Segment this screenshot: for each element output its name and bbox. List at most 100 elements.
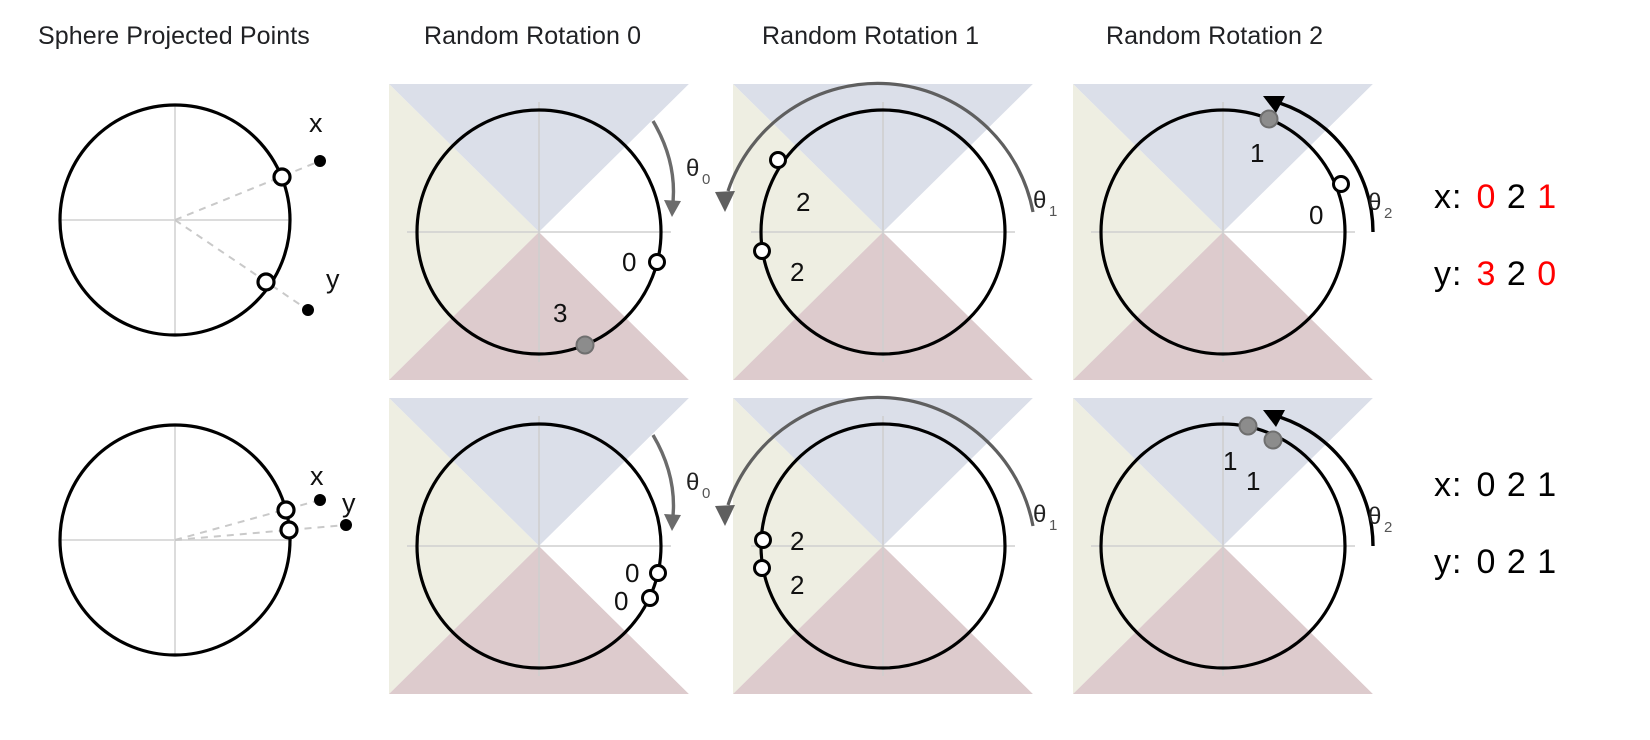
rotation-arc-head: [1263, 96, 1285, 113]
result-x-value-0: 0: [1476, 466, 1497, 504]
theta-subscript: 0: [702, 485, 710, 502]
unit-circle: [759, 108, 1007, 356]
rotation2-panel-row-top: θ 2 1 0: [1073, 84, 1392, 380]
data-point-label-y: y: [342, 488, 356, 518]
theta-subscript: 2: [1384, 519, 1392, 536]
column-title-sphere: Sphere Projected Points: [38, 22, 310, 50]
rotation-arc-theta2: [1268, 412, 1375, 547]
result-x-row-top: x: 0 2 1: [1434, 178, 1557, 217]
unit-circle: [58, 103, 292, 337]
rotation2-panel-row-bottom: θ 2 1 1: [1073, 398, 1392, 694]
bucket-label-y: 2: [790, 257, 804, 287]
bucket-label-y: 1: [1246, 466, 1260, 496]
data-point-y: [302, 304, 314, 316]
rotation-arc-theta1: [726, 395, 1035, 527]
unit-circle: [415, 422, 663, 670]
theta-subscript: 1: [1049, 203, 1057, 220]
point-y: [1332, 175, 1350, 193]
data-point-label-x: x: [309, 108, 323, 138]
point-x: [754, 531, 772, 549]
unit-circle: [1099, 422, 1347, 670]
unit-circle: [1099, 108, 1347, 356]
data-point-x: [314, 494, 326, 506]
point-x: [769, 151, 787, 169]
theta-label: θ: [1033, 187, 1046, 214]
result-y-key: y:: [1434, 543, 1463, 581]
point-y: [1263, 430, 1283, 450]
column-title-rotation-0: Random Rotation 0: [424, 22, 642, 50]
bucket-label-x: 1: [1250, 138, 1264, 168]
data-point-label-x: x: [310, 461, 324, 491]
rotation-arc-head: [715, 505, 735, 526]
rotation0-panel-row-bottom: θ 0 0 0: [389, 398, 710, 694]
sphere-panel-row-top: x y: [30, 70, 370, 370]
bucket-label-x: 0: [625, 558, 639, 588]
point-y: [575, 335, 595, 355]
result-x-row-bottom: x: 0 2 1: [1434, 466, 1557, 505]
rotation0-panel-row-top: θ 0 0 3: [389, 84, 710, 380]
column-title-rotation-2: Random Rotation 2: [1106, 22, 1324, 50]
theta-subscript: 0: [702, 171, 710, 188]
bucket-label-y: 0: [614, 586, 628, 616]
bucket-label-x: 0: [622, 247, 636, 277]
unit-circle: [58, 423, 292, 657]
rotation-arrow-head: [664, 514, 681, 531]
theta-subscript: 2: [1384, 205, 1392, 222]
projected-point-x: [272, 167, 292, 187]
result-y-key: y:: [1434, 255, 1463, 293]
projected-point-x: [276, 500, 296, 520]
result-y-row-bottom: y: 0 2 1: [1434, 543, 1557, 582]
projection-ray-y: [174, 219, 309, 311]
result-y-value-2: 0: [1537, 255, 1558, 293]
projection-ray-y: [174, 524, 347, 541]
projection-ray-x: [174, 160, 321, 221]
projected-point-y: [279, 520, 299, 540]
bucket-label-y: 2: [790, 570, 804, 600]
point-x: [648, 253, 666, 271]
rotation1-panel-row-bottom: θ 1 2 2: [715, 395, 1057, 694]
bucket-label-x: 1: [1223, 446, 1237, 476]
point-y: [753, 242, 771, 260]
result-x-value-2: 1: [1537, 466, 1558, 504]
bucket-label-x: 2: [790, 526, 804, 556]
result-y-value-2: 1: [1537, 543, 1558, 581]
theta-label: θ: [1368, 189, 1381, 216]
data-point-label-y: y: [326, 264, 340, 294]
result-y-value-1: 2: [1506, 543, 1527, 581]
rotation-arc-head: [1263, 410, 1285, 427]
bucket-label-x: 2: [796, 187, 810, 217]
theta-label: θ: [1033, 501, 1046, 528]
rotation1-panel-row-top: θ 1 2 2: [715, 81, 1057, 380]
result-y-value-0: 0: [1476, 543, 1497, 581]
sphere-panel-row-bottom: x y: [30, 390, 370, 690]
theta-label: θ: [686, 155, 699, 182]
point-y: [641, 589, 659, 607]
rotation-arc-head: [715, 191, 735, 212]
result-x-value-1: 2: [1506, 466, 1527, 504]
projection-ray-x: [174, 499, 321, 541]
point-x: [1238, 416, 1258, 436]
rotation-arc-theta2: [1268, 98, 1375, 233]
column-title-rotation-1: Random Rotation 1: [762, 22, 980, 50]
data-point-y: [340, 519, 352, 531]
bucket-label-y: 3: [553, 298, 567, 328]
result-x-value-0: 0: [1476, 178, 1497, 216]
data-point-x: [314, 155, 326, 167]
rotation-arc-theta1: [726, 81, 1035, 213]
result-x-value-1: 2: [1506, 178, 1527, 216]
point-x: [1259, 109, 1279, 129]
result-x-value-2: 1: [1537, 178, 1558, 216]
rotation-arrow-head: [664, 200, 681, 217]
theta-label: θ: [686, 469, 699, 496]
point-y: [753, 559, 771, 577]
point-x: [649, 564, 667, 582]
theta-subscript: 1: [1049, 517, 1057, 534]
result-x-key: x:: [1434, 466, 1463, 504]
unit-circle: [415, 108, 663, 356]
result-x-key: x:: [1434, 178, 1463, 216]
result-y-value-0: 3: [1476, 255, 1497, 293]
bucket-label-y: 0: [1309, 200, 1323, 230]
theta-label: θ: [1368, 503, 1381, 530]
result-y-row-top: y:3 2 0: [1434, 255, 1557, 294]
